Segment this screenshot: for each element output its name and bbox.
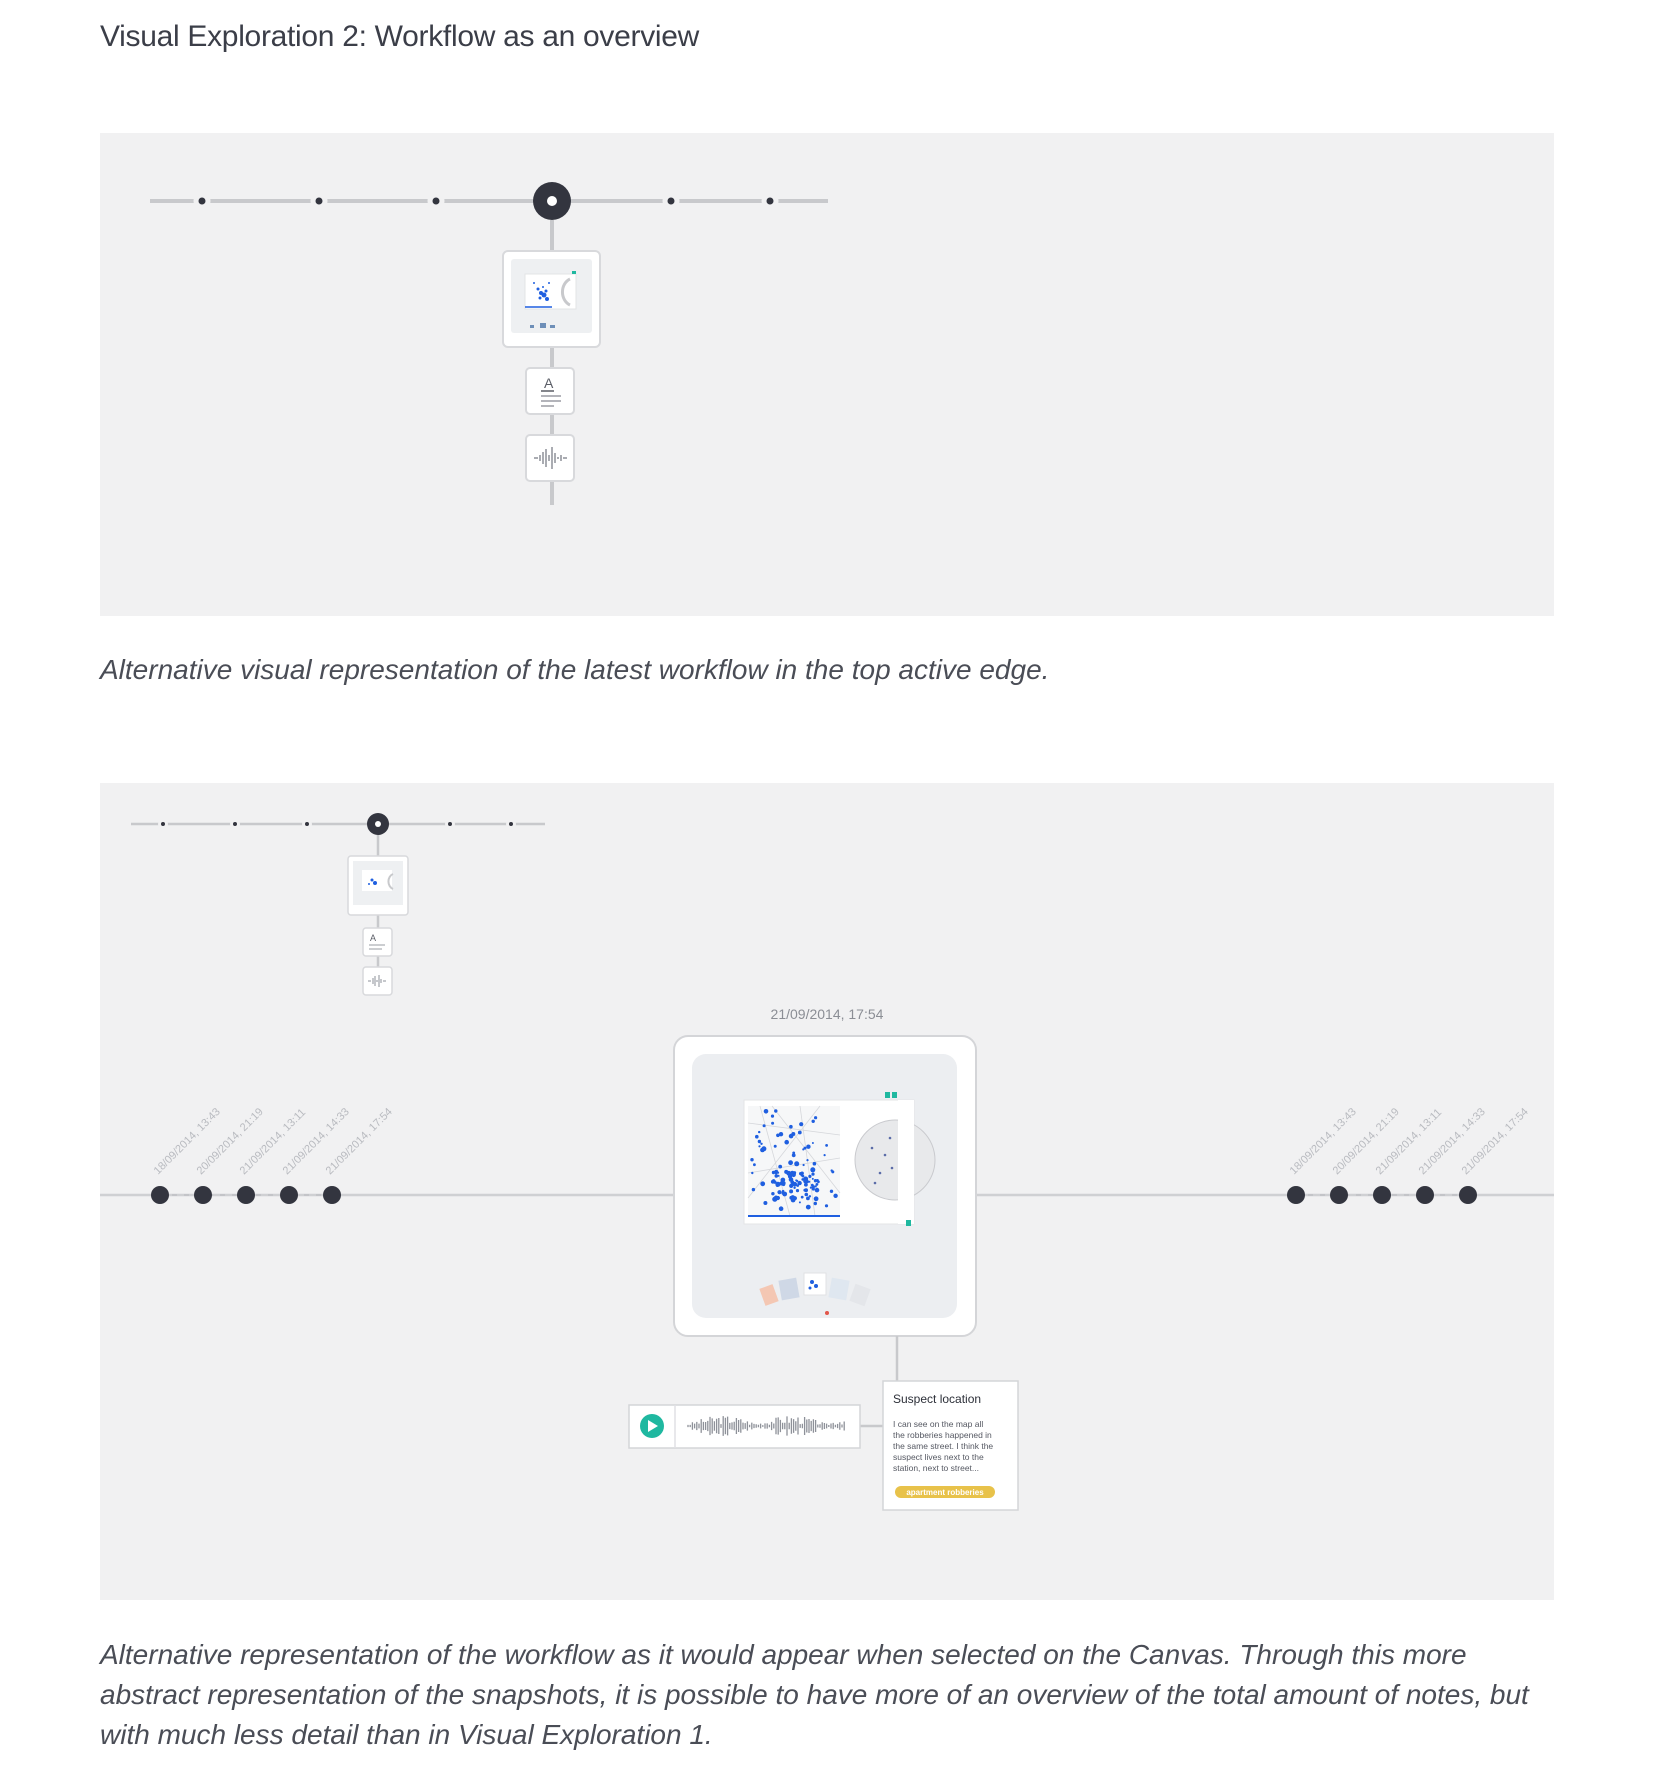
note-title: Suspect location [893,1392,981,1406]
svg-text:A: A [370,933,376,943]
right-timeline-node[interactable] [1373,1186,1391,1204]
mini-text-note-icon[interactable]: A [362,927,393,957]
mini-timeline-node[interactable] [506,819,516,829]
workflow-top-edge-panel: A [100,133,1554,616]
map-visualization-preview [743,1092,936,1226]
timeline-node[interactable] [310,192,328,210]
note-body-line: station, next to street... [893,1463,979,1473]
timeline-node-active[interactable] [533,182,571,220]
audio-note-card[interactable] [628,1404,861,1449]
note-tag[interactable]: apartment robberies [895,1486,995,1498]
note-tag-label: apartment robberies [906,1488,984,1497]
left-timeline-node[interactable] [323,1186,341,1204]
play-icon[interactable] [640,1414,664,1438]
page-heading: Visual Exploration 2: Workflow as an ove… [100,20,700,53]
note-body-line: suspect lives next to the [893,1452,984,1462]
mini-timeline-node-active[interactable] [367,813,389,835]
right-timeline-node[interactable] [1416,1186,1434,1204]
mini-timeline-node[interactable] [302,819,312,829]
right-timeline-node[interactable] [1330,1186,1348,1204]
timeline-node[interactable] [761,192,779,210]
left-timeline-node[interactable] [237,1186,255,1204]
note-body-line: I can see on the map all [893,1419,983,1429]
mini-snapshot-thumbnail[interactable] [347,855,409,916]
snapshot-stack [759,1272,871,1315]
mini-timeline-node[interactable] [158,819,168,829]
left-timeline-node[interactable] [194,1186,212,1204]
right-timeline-node[interactable] [1459,1186,1477,1204]
audio-waveform [687,1416,845,1436]
text-note-icon[interactable]: A [525,367,575,415]
note-body-line: the same street. I think the [893,1441,993,1451]
mini-timeline-node[interactable] [445,819,455,829]
mini-audio-waveform-icon[interactable] [362,966,393,996]
caption-top-edge: Alternative visual representation of the… [100,654,1050,685]
selected-snapshot-card[interactable] [673,1035,977,1337]
workflow-top-edge-diagram: A [150,182,828,505]
timeline-node[interactable] [662,192,680,210]
note-body-line: the robberies happened in [893,1430,992,1440]
svg-text:A: A [544,375,554,391]
left-timeline-node[interactable] [151,1186,169,1204]
snapshot-thumbnail[interactable] [502,250,601,348]
right-timeline-node[interactable] [1287,1186,1305,1204]
mini-timeline-node[interactable] [230,819,240,829]
timeline-node[interactable] [427,192,445,210]
snapshot-date-label: 21/09/2014, 17:54 [771,1006,884,1022]
timeline-node[interactable] [193,192,211,210]
text-note-card[interactable]: Suspect location I can see on the map al… [882,1380,1019,1511]
caption-canvas: Alternative representation of the workfl… [100,1639,1529,1750]
audio-waveform-icon[interactable] [525,434,575,482]
left-timeline-node[interactable] [280,1186,298,1204]
